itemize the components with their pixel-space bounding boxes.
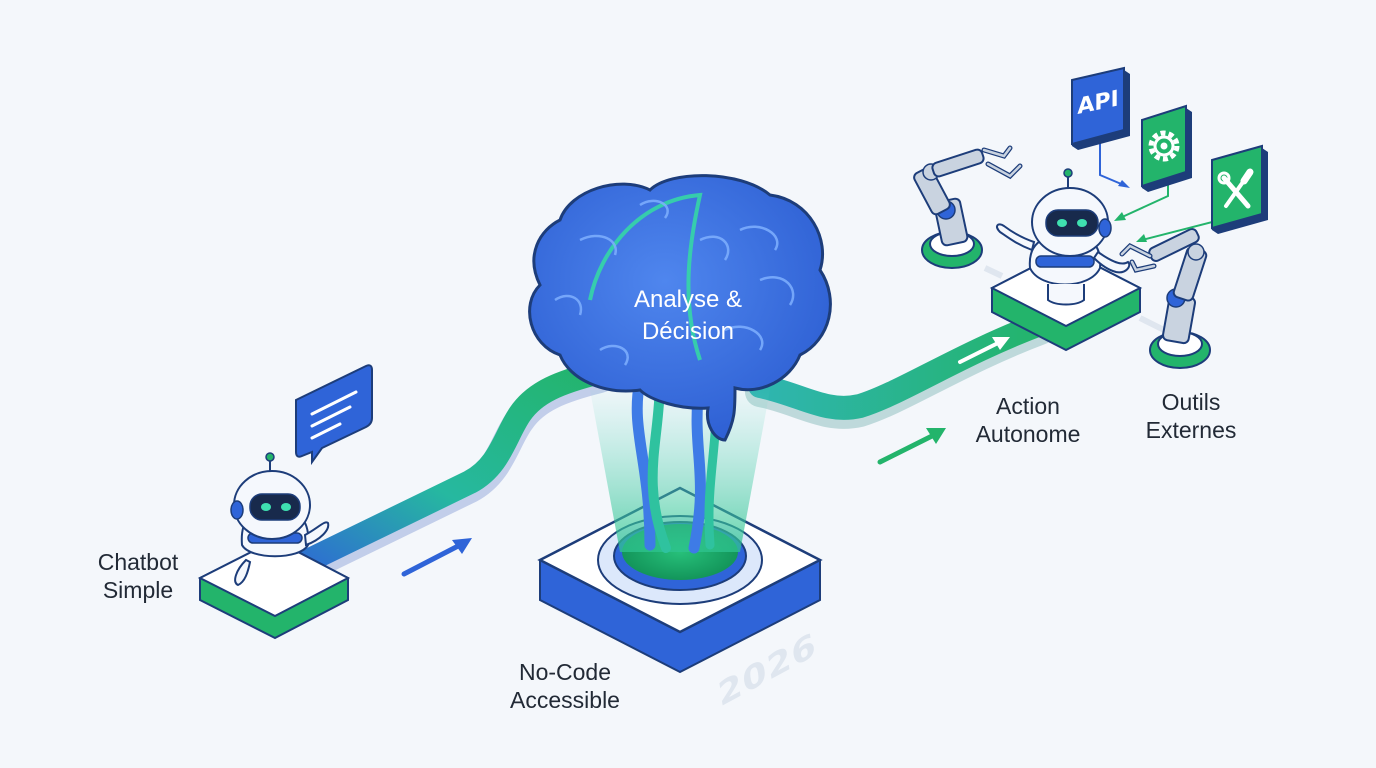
label-outils-externes: Outils Externes [1126,388,1256,444]
data-beam [590,390,770,552]
wrench-tile [1211,144,1268,234]
arrow-action-upper [958,337,1010,364]
label-nocode-accessible: No-Code Accessible [490,658,640,714]
chatbot-robot [230,452,330,587]
gear-tile [1141,104,1192,192]
label-nocode-line1: No-Code [518,659,612,685]
label-nocode-line2: Accessible [510,687,620,713]
label-analyse-decision: Analyse & Décision [608,284,768,348]
label-chatbot-line1: Chatbot [97,549,179,575]
wrench-screwdriver-icon [1217,168,1254,209]
autonomous-robot [996,168,1131,306]
chat-bubble-icon [295,364,373,466]
chatbot-platform [197,538,351,640]
label-action-autonome: Action Autonome [958,392,1098,448]
label-brain-line1: Analyse & [633,286,743,313]
arrow-action-lower [877,428,946,465]
label-action-line2: Autonome [975,421,1081,447]
label-tools-line1: Outils [1161,389,1221,415]
label-action-line1: Action [996,393,1060,419]
flow-path [270,312,1055,593]
robot-arm-left [913,145,1023,269]
label-brain-line2: Décision [641,318,735,345]
label-tools-line2: Externes [1145,417,1237,443]
arrow-chatbot-to-nocode [401,538,472,577]
api-tile: API [1071,66,1130,150]
label-chatbot-line2: Simple [102,577,174,603]
robot-arm-right [1119,227,1211,369]
brain-icon [528,174,832,442]
gear-icon [1148,130,1180,162]
label-chatbot-simple: Chatbot Simple [78,548,198,604]
